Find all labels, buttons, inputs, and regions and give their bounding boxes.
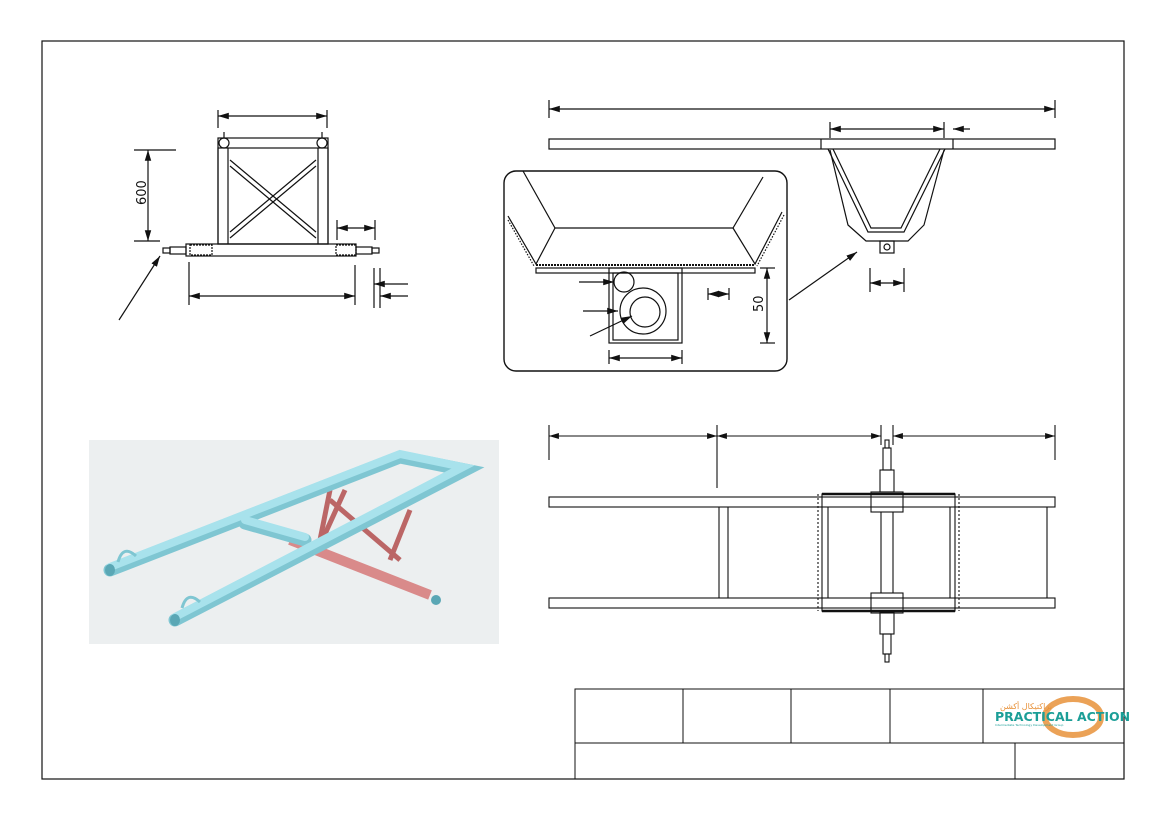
side-view (548, 100, 1056, 301)
detail-view (503, 170, 788, 372)
title-block (574, 688, 1125, 780)
logo-subtitle: Intermediate Technology Development Grou… (995, 723, 1063, 727)
detail-height-label: 50 (752, 295, 767, 312)
practical-action-logo: براكتيكال أكشن PRACTICAL ACTION Intermed… (995, 696, 1130, 738)
sheet-border (41, 40, 1125, 780)
logo-arabic: براكتيكال أكشن (1000, 701, 1052, 711)
front-view (118, 110, 408, 321)
3d-render (89, 440, 499, 644)
logo-name: PRACTICAL ACTION (995, 709, 1130, 724)
height-dimension-label: 600 (135, 180, 150, 205)
plan-view (548, 425, 1056, 663)
